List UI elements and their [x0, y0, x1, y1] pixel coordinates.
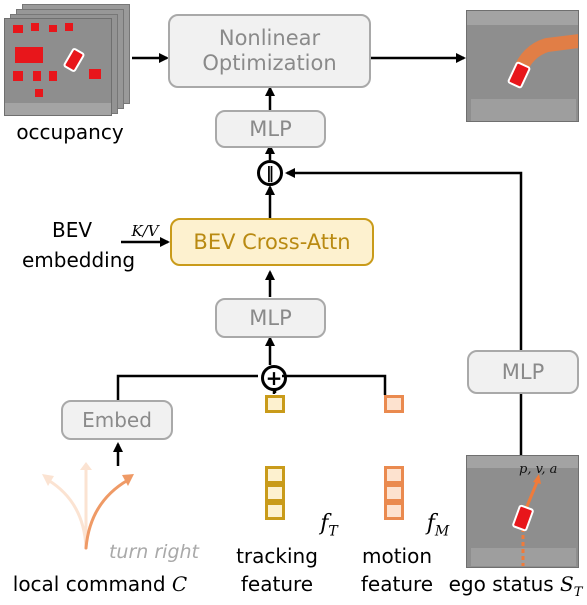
planned-trajectory-icon	[466, 10, 579, 122]
f-m-symbol: f	[426, 511, 435, 536]
concat-symbol: ‖	[266, 163, 274, 182]
ego-status-sub: T	[573, 585, 583, 600]
tracking-line1: tracking	[236, 544, 318, 568]
ego-vehicle-icon: p, v, a	[466, 455, 579, 568]
turn-right-label: turn right	[108, 541, 200, 563]
motion-token-single	[384, 395, 404, 413]
bev-embedding-label: BEV embedding	[22, 218, 136, 272]
tracking-feature-label: tracking feature	[222, 544, 332, 596]
tracking-line2: feature	[240, 572, 314, 596]
ego-status-text: ego status	[448, 572, 561, 596]
f-t-sub: T	[328, 523, 338, 540]
motion-feature-label: motion feature	[352, 544, 442, 596]
nonlinear-optimization-box: Nonlinear Optimization	[168, 14, 371, 88]
embed-box: Embed	[61, 400, 173, 440]
mlp-ego-box: MLP	[467, 350, 579, 394]
ego-status-label: ego status ST	[444, 572, 587, 605]
sum-operator: +	[261, 365, 287, 391]
direction-arrows-icon	[42, 462, 134, 550]
tracking-token-3	[265, 502, 285, 520]
mlp-mid-box: MLP	[215, 298, 326, 338]
occupancy-label: occupancy	[16, 120, 124, 144]
local-command-label: local command C	[0, 572, 200, 596]
motion-token-3	[384, 502, 404, 520]
tracking-token-2	[265, 484, 285, 502]
f-m-label: fM	[420, 512, 456, 543]
bev-line2: embedding	[22, 248, 136, 272]
nonlinear-optimization-line1: Nonlinear	[218, 26, 321, 50]
bev-cross-attn-box: BEV Cross-Attn	[170, 218, 374, 266]
ego-status-symbol: S	[560, 572, 574, 596]
local-command-symbol: C	[171, 572, 188, 596]
tracking-token-single	[265, 395, 285, 413]
motion-token-2	[384, 484, 404, 502]
motion-line2: feature	[360, 572, 434, 596]
nonlinear-optimization-line2: Optimization	[202, 51, 337, 75]
sum-symbol: +	[265, 366, 283, 390]
f-t-symbol: f	[320, 511, 329, 536]
pva-label: p, v, a	[519, 462, 558, 477]
f-m-sub: M	[434, 523, 450, 540]
tracking-token-1	[265, 466, 285, 484]
motion-line1: motion	[361, 544, 433, 568]
bev-line1: BEV	[51, 218, 93, 242]
f-t-label: fT	[314, 512, 344, 543]
concat-operator: ‖	[257, 160, 283, 186]
occupancy-grid-icon	[4, 4, 134, 116]
mlp-top-box: MLP	[215, 110, 326, 148]
motion-token-1	[384, 466, 404, 484]
kv-label: K/V	[131, 222, 159, 240]
local-command-text: local command	[12, 572, 172, 596]
